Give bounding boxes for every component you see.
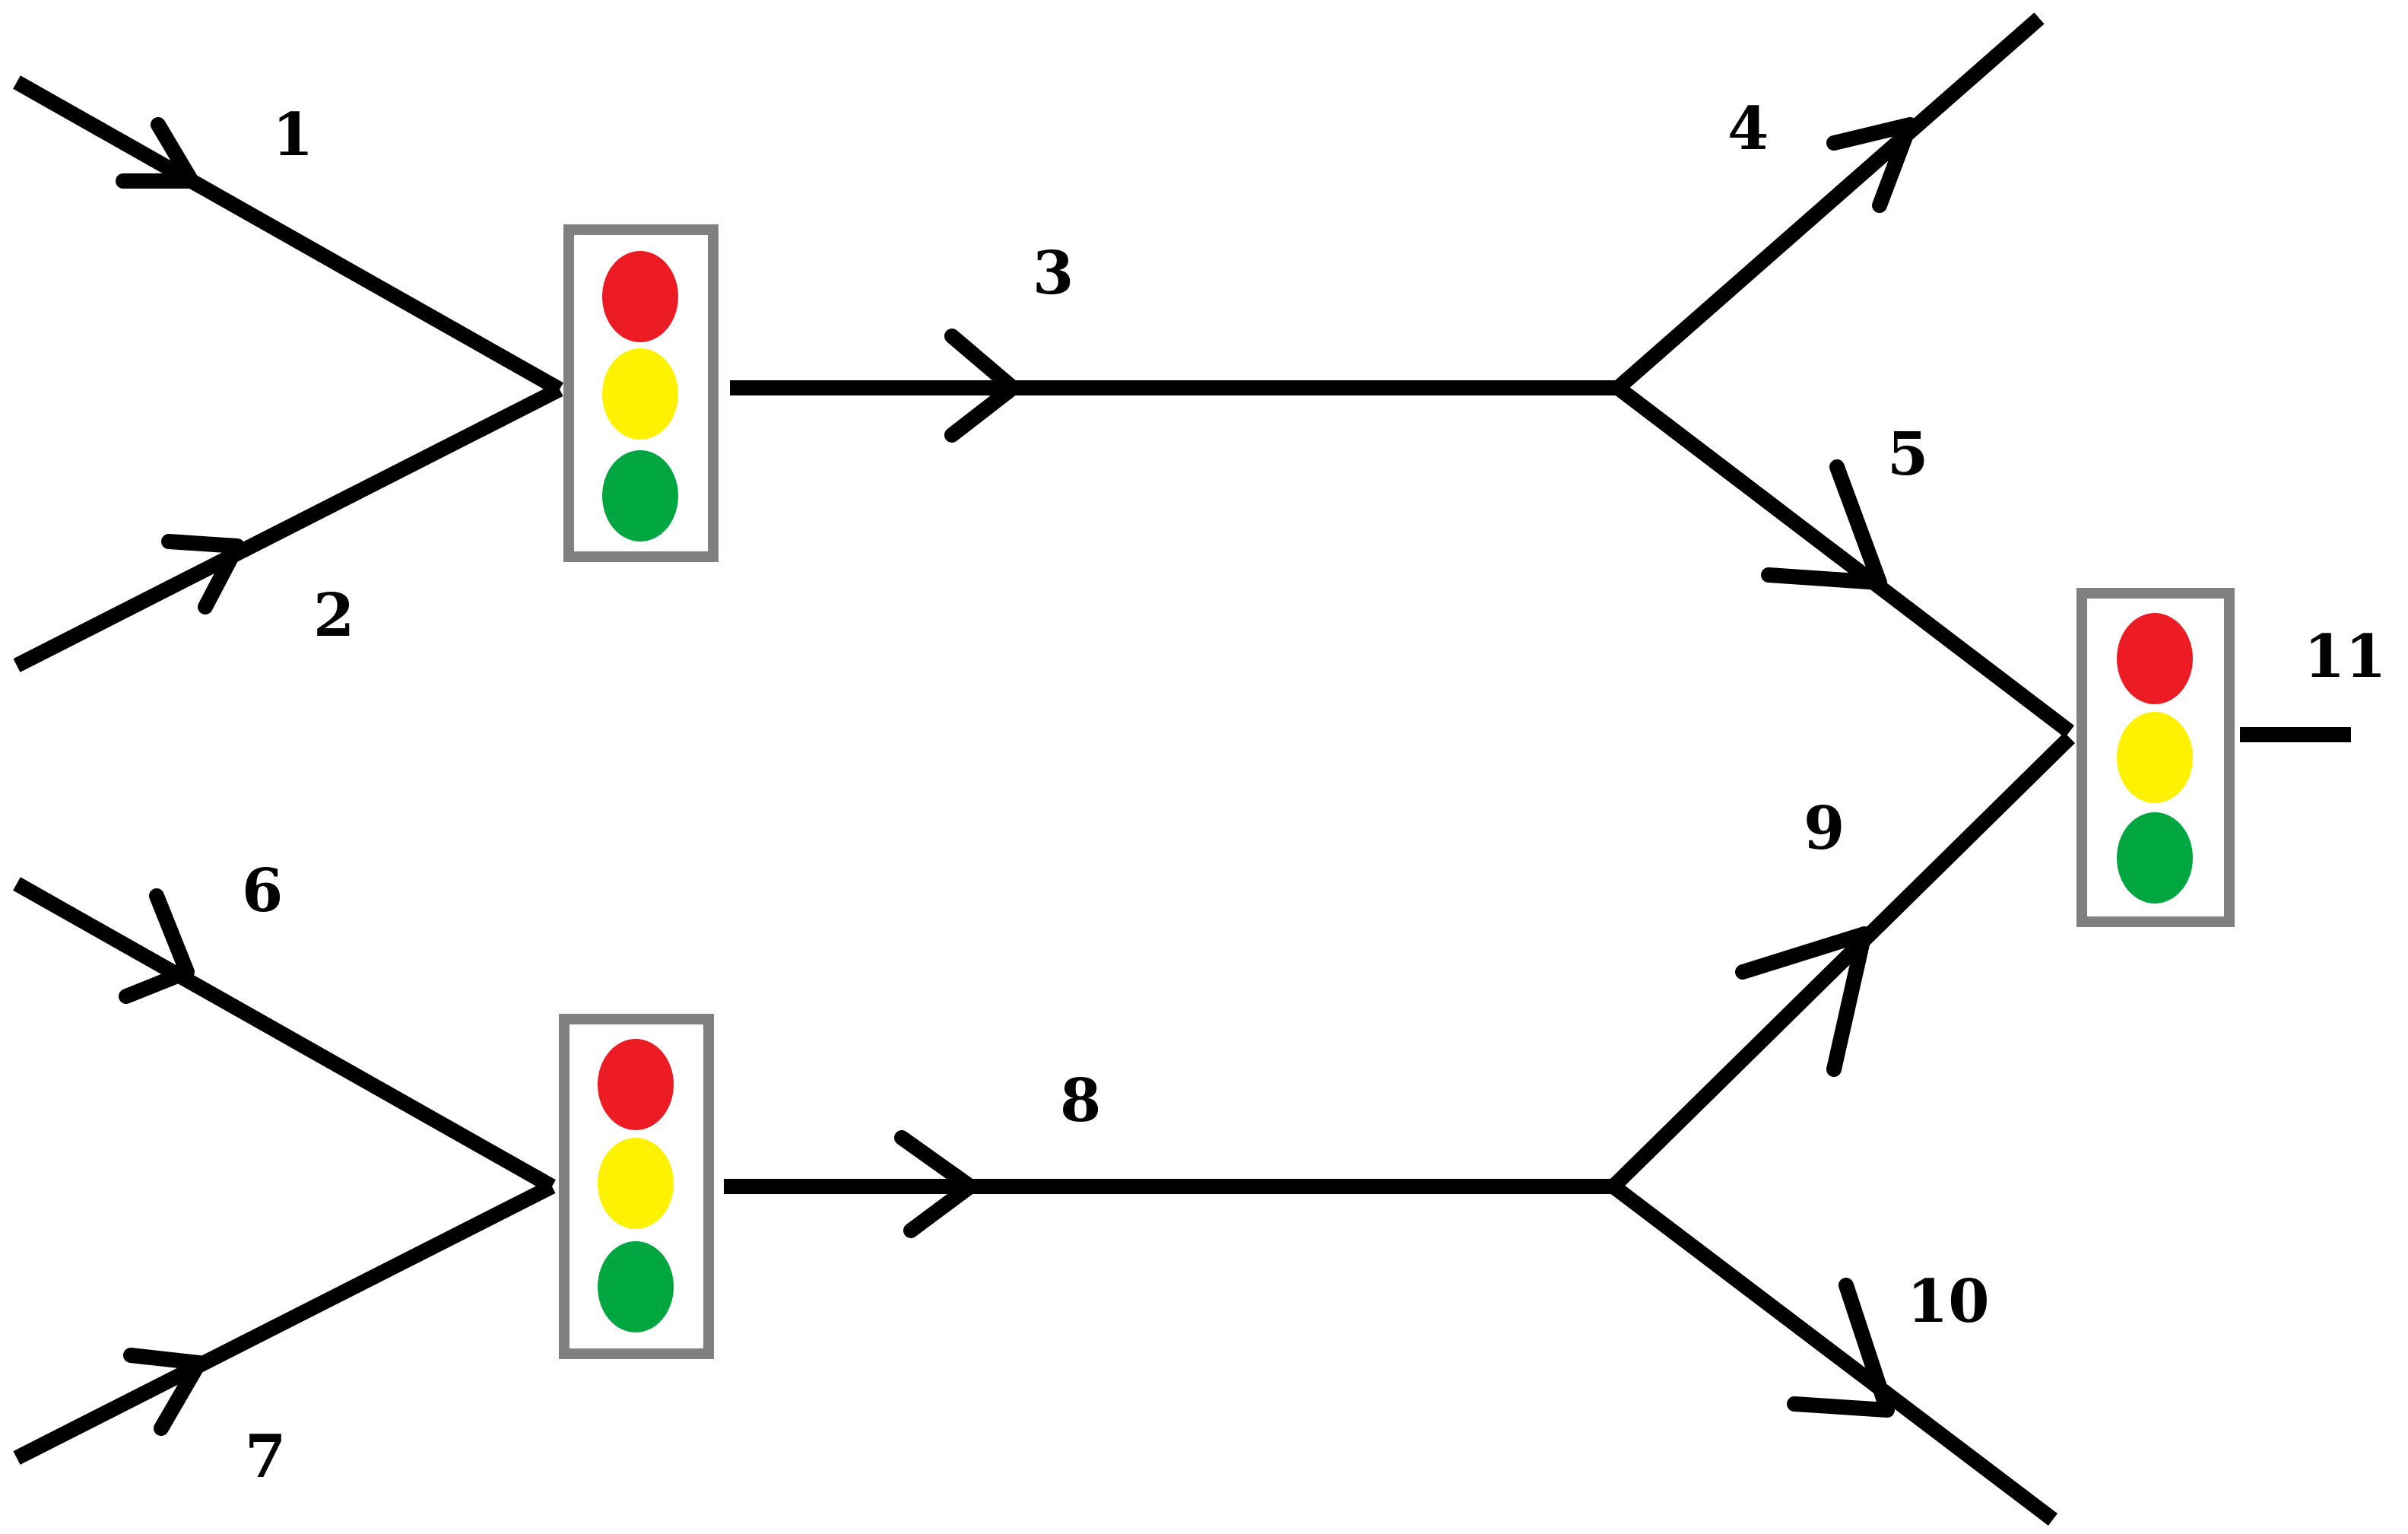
traffic-signal-c — [2076, 588, 2235, 927]
link-label-10: 10 — [1907, 1267, 1990, 1336]
yellow-light-icon — [2117, 712, 2193, 803]
direction-arrows — [116, 117, 1918, 1436]
red-light-icon — [598, 1039, 674, 1130]
red-light-icon — [2117, 613, 2193, 704]
road-link-5 — [1613, 382, 2075, 738]
green-light-icon — [602, 450, 678, 542]
link-label-3: 3 — [1033, 239, 1074, 308]
arrowhead-link-1 — [116, 117, 199, 189]
road-link-7 — [13, 1180, 556, 1465]
yellow-light-icon — [602, 348, 678, 440]
arrowhead-link-4 — [1826, 117, 1918, 213]
green-light-icon — [2117, 812, 2193, 904]
arrowhead-link-8 — [894, 1130, 978, 1238]
link-label-7: 7 — [245, 1422, 286, 1491]
link-labels: 1 2 3 4 5 6 7 8 9 10 11 — [242, 94, 2387, 1491]
link-label-2: 2 — [313, 581, 354, 650]
yellow-light-icon — [598, 1138, 674, 1229]
arrowhead-link-2 — [161, 534, 245, 615]
arrowhead-link-6 — [119, 888, 195, 1004]
road-link-6 — [13, 877, 556, 1193]
link-label-4: 4 — [1727, 94, 1769, 164]
link-label-8: 8 — [1060, 1066, 1101, 1135]
road-links — [13, 12, 2351, 1526]
green-light-icon — [598, 1241, 674, 1332]
link-label-11: 11 — [2304, 622, 2387, 691]
link-label-9: 9 — [1804, 794, 1845, 863]
red-light-icon — [602, 251, 678, 342]
arrowhead-link-7 — [123, 1348, 207, 1436]
arrowhead-link-9 — [1735, 926, 1872, 1077]
arrowhead-link-3 — [944, 329, 1020, 443]
link-label-5: 5 — [1887, 420, 1928, 489]
road-link-10 — [1608, 1180, 2058, 1526]
traffic-signal-a — [563, 224, 719, 562]
road-link-9 — [1607, 732, 2076, 1193]
link-label-6: 6 — [242, 856, 283, 926]
road-link-2 — [13, 383, 563, 672]
arrowhead-link-10 — [1787, 1278, 1895, 1418]
road-link-1 — [13, 75, 563, 396]
road-link-4 — [1613, 12, 2045, 394]
link-label-1: 1 — [272, 100, 313, 170]
arrowhead-link-5 — [1761, 459, 1887, 590]
traffic-signal-b — [559, 1014, 714, 1359]
